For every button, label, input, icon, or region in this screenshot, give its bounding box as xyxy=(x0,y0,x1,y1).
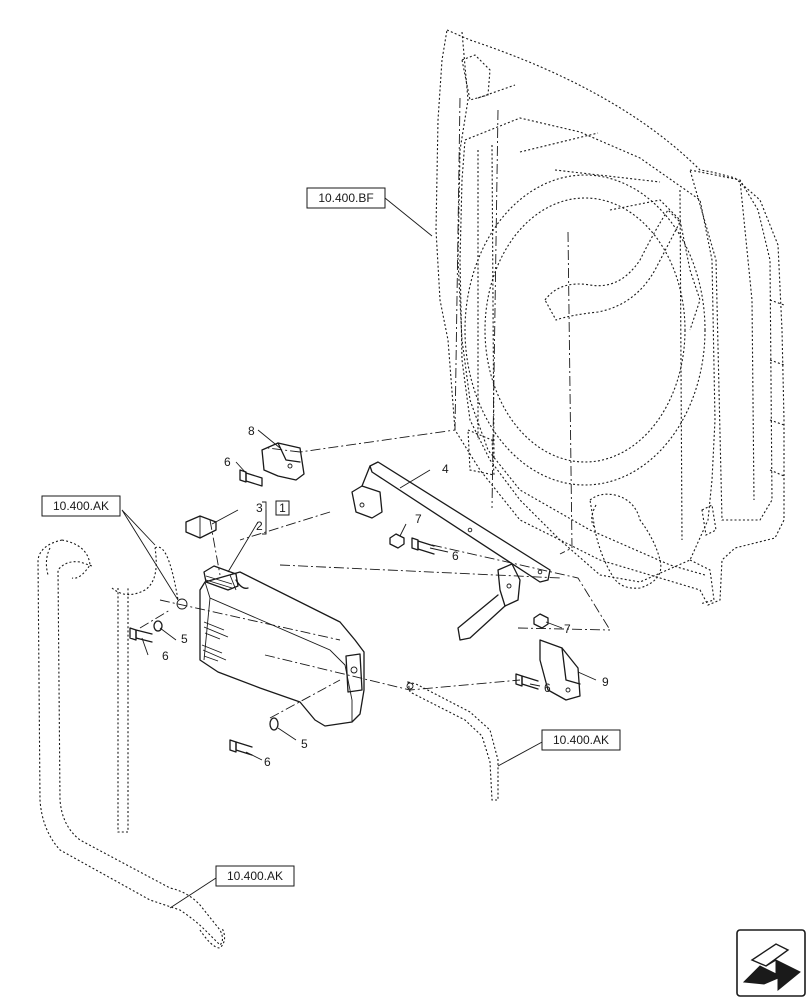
callout-8: 8 xyxy=(248,424,255,438)
ref-box-ak-left[interactable]: 10.400.AK xyxy=(41,495,121,517)
callout-6b: 6 xyxy=(452,549,459,563)
radiator-assembly xyxy=(435,29,785,606)
leader-lines xyxy=(121,197,597,909)
hose-left xyxy=(37,539,226,949)
callout-5a: 5 xyxy=(181,632,188,646)
callout-1: 1 xyxy=(279,501,286,515)
ref-box-ak-right[interactable]: 10.400.AK xyxy=(541,729,621,751)
callouts: 1 2 3 4 5 5 6 6 6 6 6 7 7 8 9 xyxy=(162,424,609,769)
callout-6c: 6 xyxy=(162,649,169,663)
fasteners xyxy=(129,469,549,756)
callout-9: 9 xyxy=(602,675,609,689)
grouping-bracket xyxy=(262,501,267,535)
callout-7b: 7 xyxy=(564,622,571,636)
mounting-bracket xyxy=(351,461,551,641)
next-page-arrow-icon[interactable] xyxy=(736,929,806,997)
callout-6d: 6 xyxy=(264,755,271,769)
callout-3: 3 xyxy=(256,501,263,515)
callout-6a: 6 xyxy=(224,455,231,469)
callout-6e: 6 xyxy=(544,681,551,695)
callout-5b: 5 xyxy=(301,737,308,751)
ref-label-ak-left[interactable]: 10.400.AK xyxy=(53,499,109,513)
bracket-upper xyxy=(261,442,305,481)
ref-box-bf-top[interactable]: 10.400.BF xyxy=(306,187,386,209)
bracket-lower xyxy=(539,639,581,701)
callout-4: 4 xyxy=(442,462,449,476)
hose-right xyxy=(406,681,499,801)
ref-label-bf[interactable]: 10.400.BF xyxy=(318,191,373,205)
ref-label-ak-right[interactable]: 10.400.AK xyxy=(553,733,609,747)
callout-7a: 7 xyxy=(415,512,422,526)
callout-2: 2 xyxy=(256,519,263,533)
expansion-tank xyxy=(176,515,365,727)
ref-label-ak-bottom[interactable]: 10.400.AK xyxy=(227,869,283,883)
ref-box-ak-bottom[interactable]: 10.400.AK xyxy=(215,865,295,887)
